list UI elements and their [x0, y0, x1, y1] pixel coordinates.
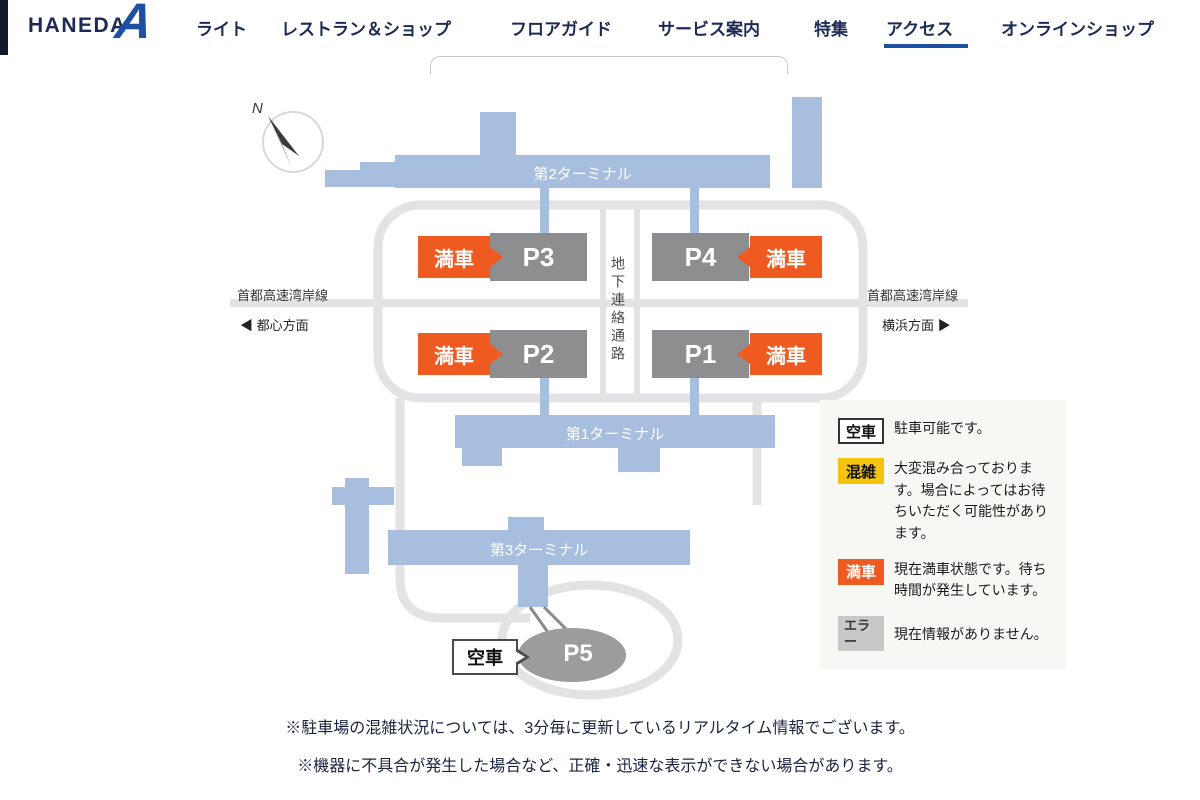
terminal-connectors [540, 187, 699, 416]
compass-icon [262, 111, 324, 173]
legend-badge-full: 満車 [838, 558, 884, 585]
highway-name-left: 首都高速湾岸線 [237, 288, 329, 303]
terminal-3-label: 第3ターミナル [489, 542, 589, 559]
lower-road-left [395, 398, 530, 623]
legend-item-error: エラー 現在情報がありません。 [838, 616, 1048, 652]
legend-badge-error: エラー [838, 616, 884, 652]
status-badge-p2-full: 満車 [418, 333, 490, 375]
parking-p5-label: P5 [563, 640, 593, 667]
compass-north-label: N [252, 100, 263, 117]
parking-p4: P4 [652, 233, 749, 281]
legend-text-busy: 大変混み合っております。場合によってはお待ちいただく可能性があります。 [894, 460, 1048, 542]
nav-item-flight[interactable]: ライト [196, 20, 247, 39]
note-accuracy-disclaimer: ※機器に不具合が発生した場合など、正確・迅速な表示ができない場合があります。 [297, 758, 903, 775]
underground-passage-label: 地下連絡通路 [610, 256, 626, 364]
nav-item-restaurants-shops[interactable]: レストラン＆ショップ [281, 20, 451, 39]
legend-item-full: 満車 現在満車状態です。待ち時間が発生しています。 [838, 558, 1048, 602]
parking-p2: P2 [490, 330, 587, 378]
legend-text-vacant: 駐車可能です。 [894, 420, 991, 436]
content-panel-top-edge [430, 56, 788, 74]
haneda-logo-a-icon[interactable]: A [112, 0, 157, 49]
nav-item-online-shop[interactable]: オンラインショップ [1001, 20, 1154, 39]
legend-item-busy: 混雑 大変混み合っております。場合によってはお待ちいただく可能性があります。 [838, 458, 1048, 545]
nav-item-floor-guide[interactable]: フロアガイド [510, 20, 612, 39]
legend-badge-vacant: 空車 [838, 418, 884, 444]
terminal-2-label: 第2ターミナル [533, 166, 632, 183]
parking-p3: P3 [490, 233, 587, 281]
terminal-1-label: 第1ターミナル [565, 426, 665, 443]
status-badge-p1-full: 満車 [750, 333, 822, 375]
top-navigation: HANEDA A ライト レストラン＆ショップ フロアガイド サービス案内 特集… [0, 0, 1200, 55]
legend-item-vacant: 空車 駐車可能です。 [838, 418, 1048, 444]
highway-name-right: 首都高速湾岸線 [867, 288, 959, 303]
highway-direction-right: 横浜方面 ▶ [882, 318, 951, 333]
nav-item-features[interactable]: 特集 [814, 20, 848, 39]
status-badge-p5-vacant: 空車 [452, 639, 518, 675]
legend-text-error: 現在情報がありません。 [894, 626, 1048, 643]
legend-badge-busy: 混雑 [838, 458, 884, 484]
status-badge-p4-full: 満車 [750, 236, 822, 278]
legend-text-full: 現在満車状態です。待ち時間が発生しています。 [894, 560, 1047, 599]
footer-notes: ※駐車場の混雑状況については、3分毎に更新しているリアルタイム情報でございます。… [0, 714, 1200, 790]
parking-p1: P1 [652, 330, 749, 378]
highway-direction-left: ◀ 都心方面 [240, 318, 309, 333]
haneda-logo[interactable]: HANEDA [28, 14, 127, 37]
status-badge-p3-full: 満車 [418, 236, 490, 278]
terminal-1-building [455, 415, 775, 472]
airport-map-graphic [230, 97, 968, 700]
active-tab-underline [884, 44, 968, 48]
terminal-2-building [325, 97, 822, 188]
nav-item-access-active[interactable]: アクセス [886, 20, 954, 39]
nav-item-services[interactable]: サービス案内 [658, 20, 760, 39]
left-edge-decoration [0, 0, 8, 55]
status-legend: 空車 駐車可能です。 混雑 大変混み合っております。場合によってはお待ちいただく… [820, 400, 1066, 670]
parking-p5-shape [518, 628, 626, 682]
note-realtime-update: ※駐車場の混雑状況については、3分毎に更新しているリアルタイム情報でございます。 [285, 720, 915, 737]
terminal-3-building [332, 478, 690, 607]
